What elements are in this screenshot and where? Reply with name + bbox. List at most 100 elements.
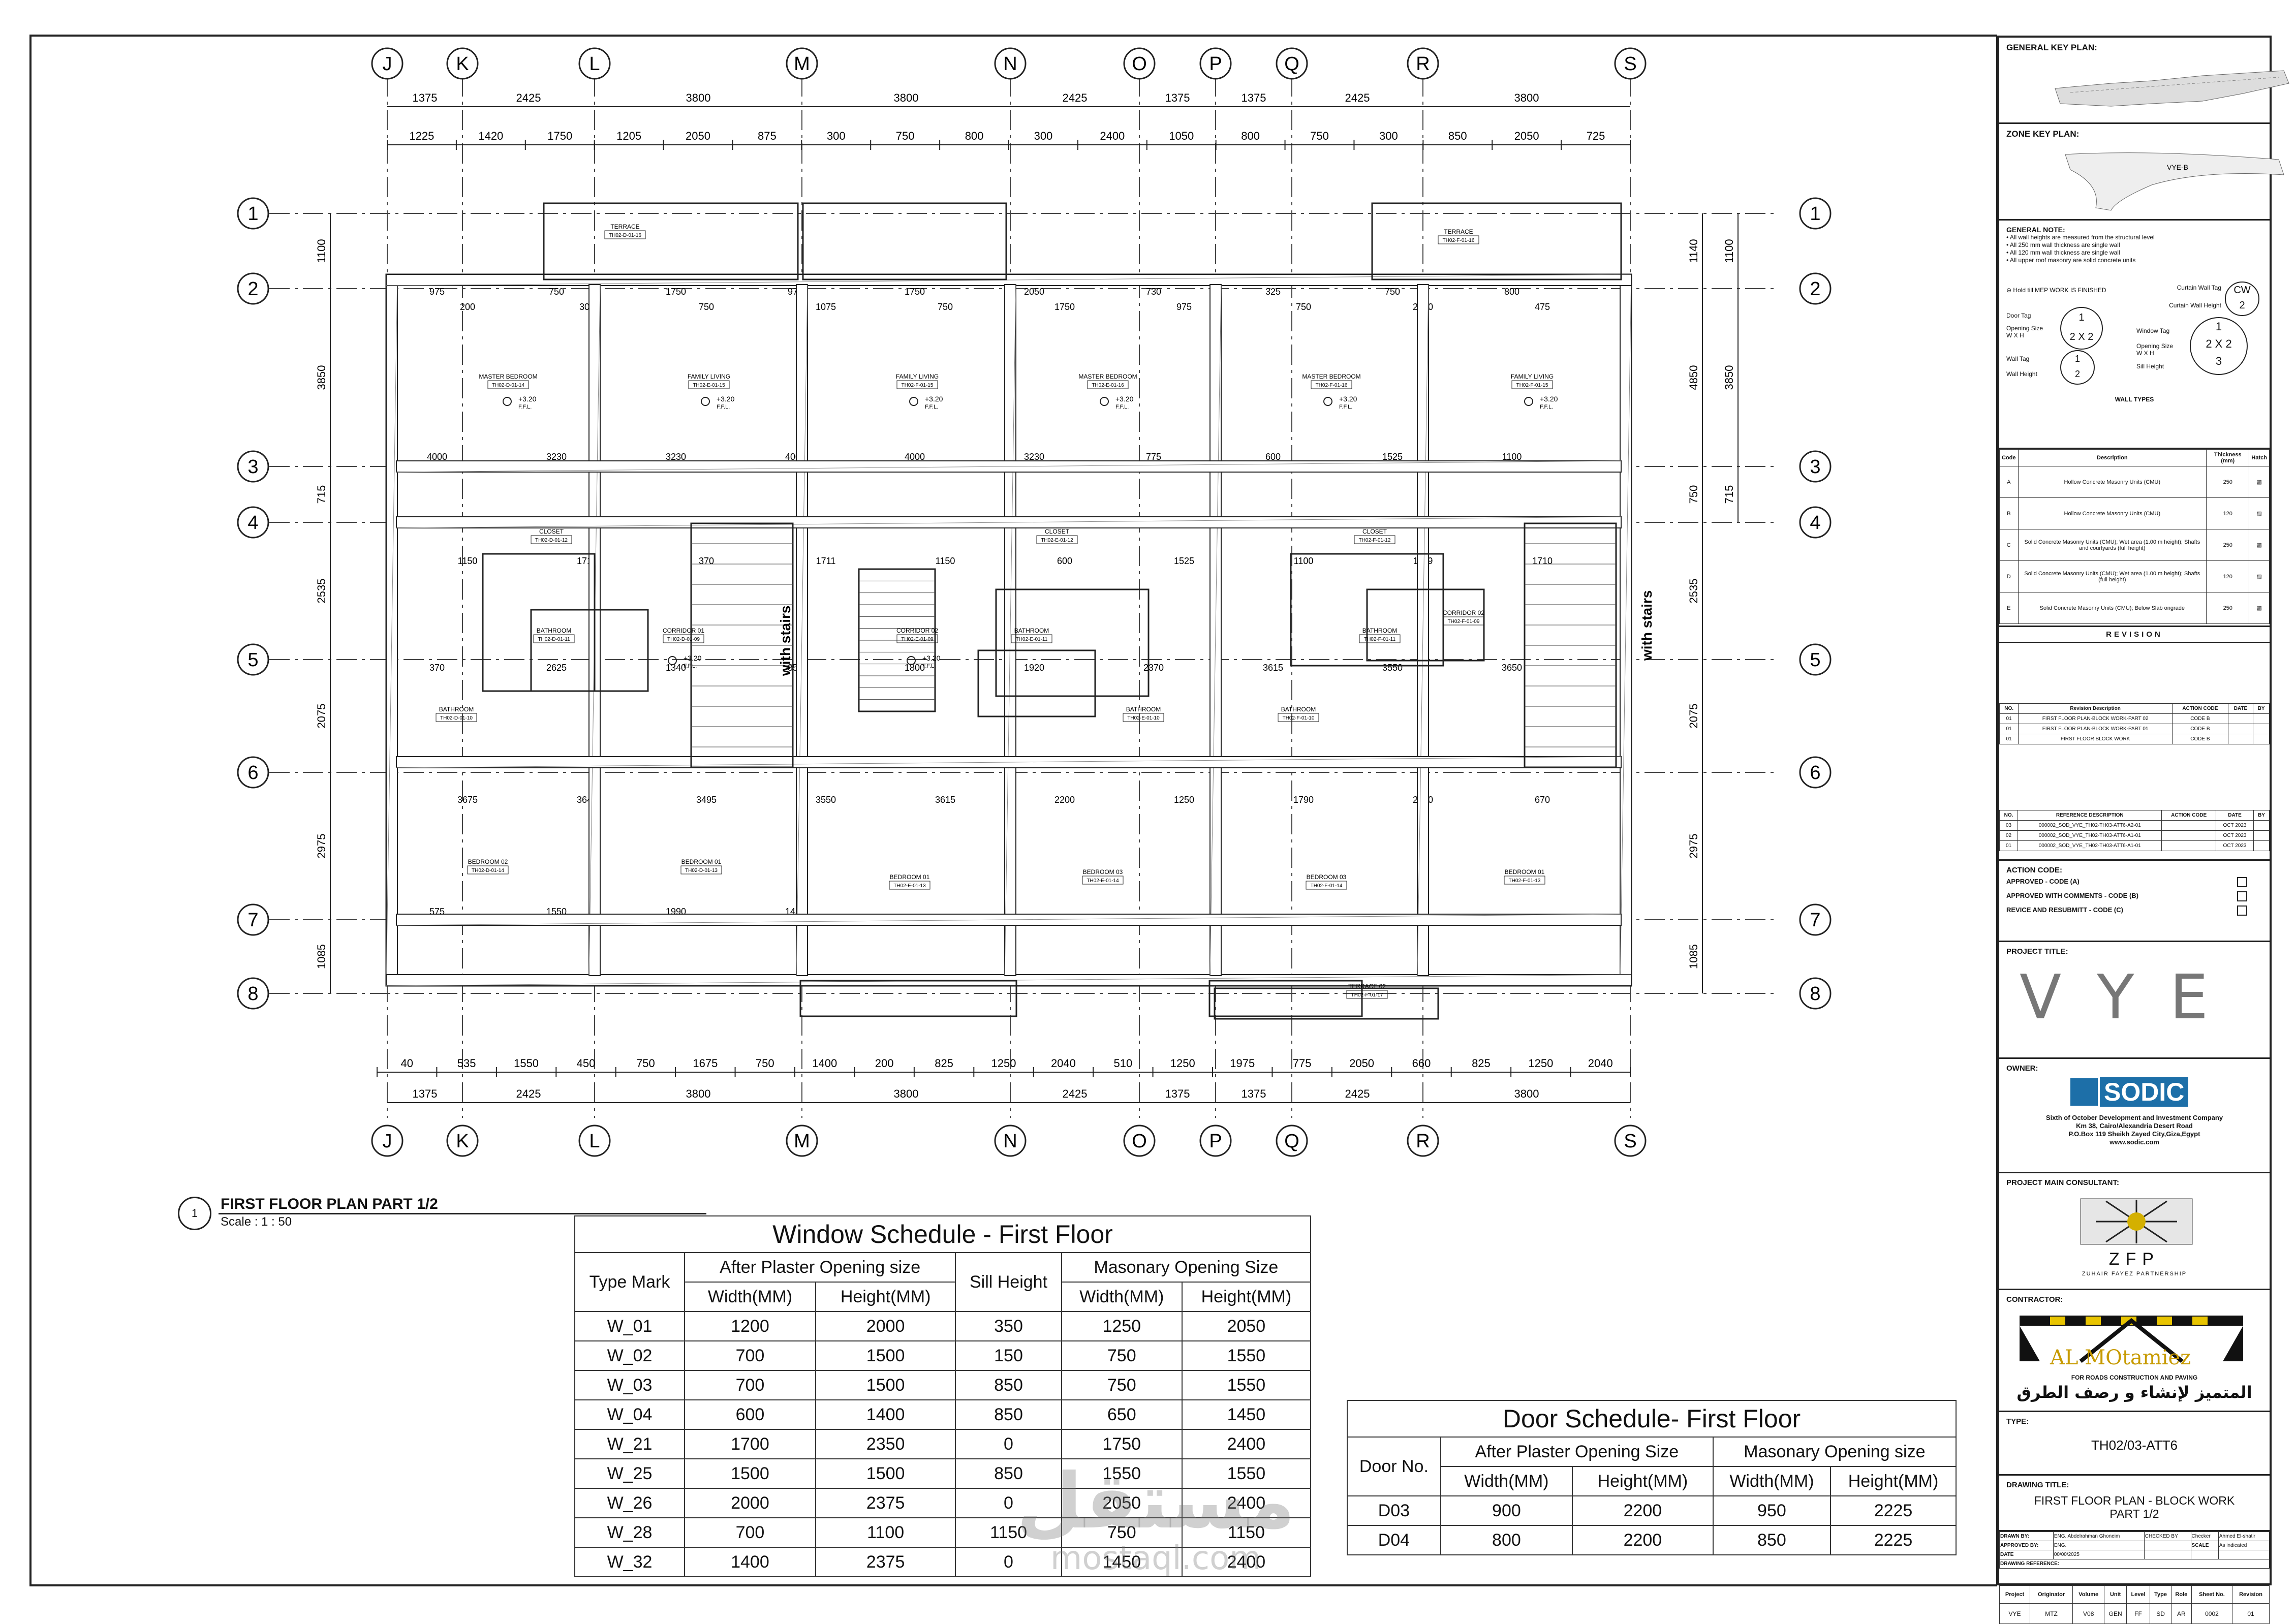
interior-dimension: 670 <box>1535 795 1550 805</box>
svg-text:+3.20: +3.20 <box>1339 395 1357 403</box>
interior-dimension: 750 <box>1385 287 1400 297</box>
door-tag-label: Door Tag <box>2006 312 2031 319</box>
dimension-text: 1250 <box>1528 1057 1553 1070</box>
dimension-text: 825 <box>935 1057 953 1070</box>
drawing-title-block: DRAWING TITLE: FIRST FLOOR PLAN - BLOCK … <box>1999 1476 2270 1532</box>
schedule-cell: 2375 <box>815 1488 956 1518</box>
hold-mep-note: ⊖ Hold till MEP WORK IS FINISHED <box>2006 287 2106 294</box>
schedule-cell: 700 <box>684 1340 816 1371</box>
schedule-cell: W_01 <box>574 1311 685 1341</box>
interior-dimension: 3615 <box>935 795 955 805</box>
dimension-text: 800 <box>1241 130 1260 142</box>
table-header: Description <box>2018 449 2207 466</box>
schedule-cell: 2375 <box>815 1547 956 1577</box>
dimension-text: 3800 <box>686 1087 711 1100</box>
grid-bubble-S: S <box>1614 47 1647 80</box>
dimension-text: 2040 <box>1051 1057 1076 1070</box>
schedule-cell: 0 <box>955 1429 1062 1459</box>
room-tag-code: TH02-D-01-11 <box>538 637 570 642</box>
interior-dimension: 3230 <box>666 452 686 462</box>
schedule-cell: W_28 <box>574 1517 685 1548</box>
interior-dimension: 1100 <box>1294 556 1314 566</box>
dimension-text: 750 <box>896 130 915 142</box>
dimension-text: 2400 <box>1100 130 1125 142</box>
dimension-text: 2040 <box>1588 1057 1613 1070</box>
svg-text:F.F.L.: F.F.L. <box>518 404 532 410</box>
general-key-plan-label: GENERAL KEY PLAN: <box>2006 43 2097 52</box>
schedule-cell: 700 <box>684 1517 816 1548</box>
general-note: • All upper roof masonry are solid concr… <box>2006 257 2136 264</box>
grid-label: K <box>456 53 469 75</box>
schedule-cell: 1400 <box>684 1547 816 1577</box>
table-cell: CODE B <box>2171 724 2228 734</box>
table-cell: 01 <box>1999 724 2019 734</box>
owner-logo: SODIC <box>2070 1077 2189 1107</box>
interior-dimension: 1920 <box>1024 663 1044 673</box>
grid-label: 5 <box>1810 649 1820 671</box>
dimension-text: 3850 <box>315 365 328 390</box>
action-code-checkbox[interactable] <box>2237 905 2247 916</box>
action-code-checkbox[interactable] <box>2237 877 2247 887</box>
grid-label: S <box>1624 53 1636 75</box>
schedule-cell: W_25 <box>574 1458 685 1489</box>
col-width: Width(MM) <box>684 1282 816 1312</box>
general-key-plan-map <box>2055 70 2289 107</box>
interior-dimension: 2625 <box>546 663 567 673</box>
curtain-wall-height-label: Curtain Wall Height <box>2169 302 2221 309</box>
table-header: BY <box>2253 810 2270 821</box>
dimension-text: 40 <box>400 1057 413 1070</box>
date-label: DATE <box>1999 1550 2054 1559</box>
room-name: TERRACE <box>1444 228 1473 235</box>
ref-header: Project <box>1999 1585 2031 1604</box>
room-tag-code: TH02-F-01-12 <box>1359 538 1391 543</box>
room-tag-code: TH02-D-01-16 <box>609 233 641 238</box>
table-header: BY <box>2253 703 2270 714</box>
room-tag-code: TH02-D-01-14 <box>472 868 504 873</box>
table-cell: Solid Concrete Masonry Units (CMU); Wet … <box>2018 560 2207 592</box>
zone-key-plan-map: VYE-B <box>2065 152 2284 211</box>
schedule-cell: W_03 <box>574 1370 685 1400</box>
grid-bubble-2: 2 <box>237 272 269 305</box>
schedule-cell: 2400 <box>1181 1547 1312 1577</box>
col-height: Height(MM) <box>1572 1466 1714 1496</box>
interior-dimension: 1790 <box>1293 795 1314 805</box>
dimension-text: 3800 <box>686 91 711 104</box>
schedule-cell: 1150 <box>1181 1517 1312 1548</box>
action-codes-list: APPROVED - CODE (A)APPROVED WITH COMMENT… <box>2006 875 2262 917</box>
schedule-cell: 0 <box>955 1547 1062 1577</box>
action-code-checkbox[interactable] <box>2237 891 2247 901</box>
caption-scale: Scale : 1 : 50 <box>221 1215 292 1229</box>
schedule-cell: 2200 <box>1572 1495 1714 1526</box>
schedule-cell: 2050 <box>1061 1488 1183 1518</box>
interior-dimension: 750 <box>699 302 714 312</box>
grid-label: 7 <box>1810 910 1820 931</box>
interior-dimension: 3550 <box>816 795 836 805</box>
svg-text:+3.20: +3.20 <box>1115 395 1134 403</box>
ref-header: Volume <box>2072 1585 2105 1604</box>
dimension-text: 2425 <box>1063 91 1088 104</box>
room-name: TERRACE <box>610 223 639 230</box>
wall-height-label: Wall Height <box>2006 370 2037 378</box>
grid-label: Q <box>1284 53 1299 75</box>
schedule-cell: 1500 <box>815 1458 956 1489</box>
window-tag-label: Window Tag <box>2136 327 2170 334</box>
ref-value: V08 <box>2072 1603 2105 1624</box>
grid-bubble-8: 8 <box>237 977 269 1010</box>
interior-dimension: 1800 <box>905 663 925 673</box>
col-width: Width(MM) <box>1061 1282 1183 1312</box>
schedule-cell: 1550 <box>1181 1340 1312 1371</box>
interior-dimension: 1750 <box>1054 302 1075 312</box>
